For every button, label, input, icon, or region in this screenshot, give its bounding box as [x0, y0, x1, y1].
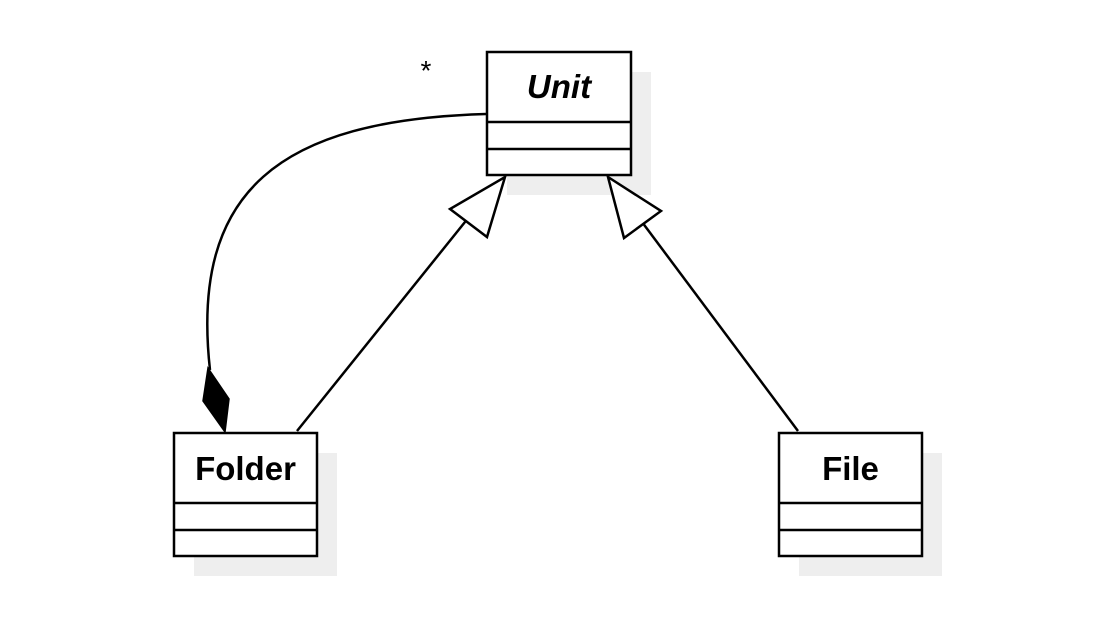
class-name-folder: Folder	[195, 450, 296, 487]
composition-line	[206, 112, 487, 371]
generalization-folder-unit[interactable]	[296, 174, 508, 432]
class-box	[172, 431, 319, 558]
inheritance-triangle-folder	[447, 174, 508, 240]
part-multiplicity-label: *	[421, 55, 432, 86]
class-file[interactable]: File	[777, 431, 924, 558]
class-box	[777, 431, 924, 558]
generalization-file-unit[interactable]	[605, 174, 800, 432]
class-box	[485, 50, 633, 177]
composition-association[interactable]: *	[202, 55, 487, 435]
generalization-line-folder	[296, 216, 470, 432]
class-name-unit: Unit	[527, 68, 593, 105]
generalization-line-file	[640, 221, 800, 432]
class-unit[interactable]: Unit	[485, 50, 633, 177]
composition-diamond	[202, 365, 230, 435]
class-name-file: File	[822, 450, 879, 487]
inheritance-triangle-file	[605, 174, 664, 241]
class-folder[interactable]: Folder	[172, 431, 319, 558]
